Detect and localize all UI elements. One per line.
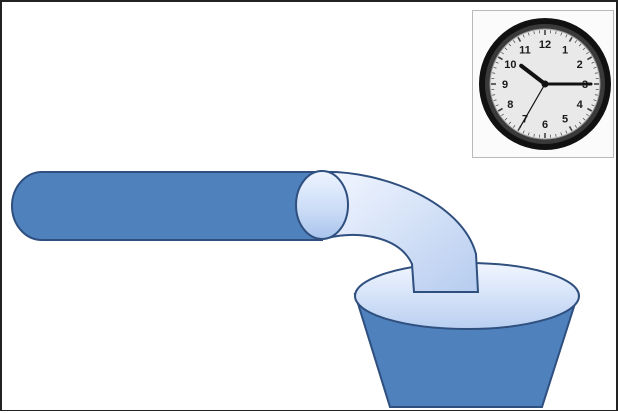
clock-numeral: 2: [577, 59, 583, 71]
pipe-opening: [296, 171, 348, 239]
clock-numeral: 5: [562, 114, 568, 126]
horizontal-pipe: [12, 172, 322, 240]
clock-center: [542, 81, 549, 88]
clock-numeral: 10: [504, 59, 516, 71]
clock-panel: 121234567891011: [472, 10, 614, 158]
clock-numeral: 1: [562, 44, 568, 56]
clock-numeral: 9: [502, 79, 508, 91]
wall-clock-icon: 121234567891011: [473, 11, 613, 157]
clock-numeral: 8: [507, 99, 513, 111]
clock-numeral: 6: [542, 119, 548, 131]
clock-numeral: 12: [539, 39, 551, 51]
clock-numeral: 11: [519, 44, 531, 56]
clock-numeral: 4: [577, 99, 584, 111]
